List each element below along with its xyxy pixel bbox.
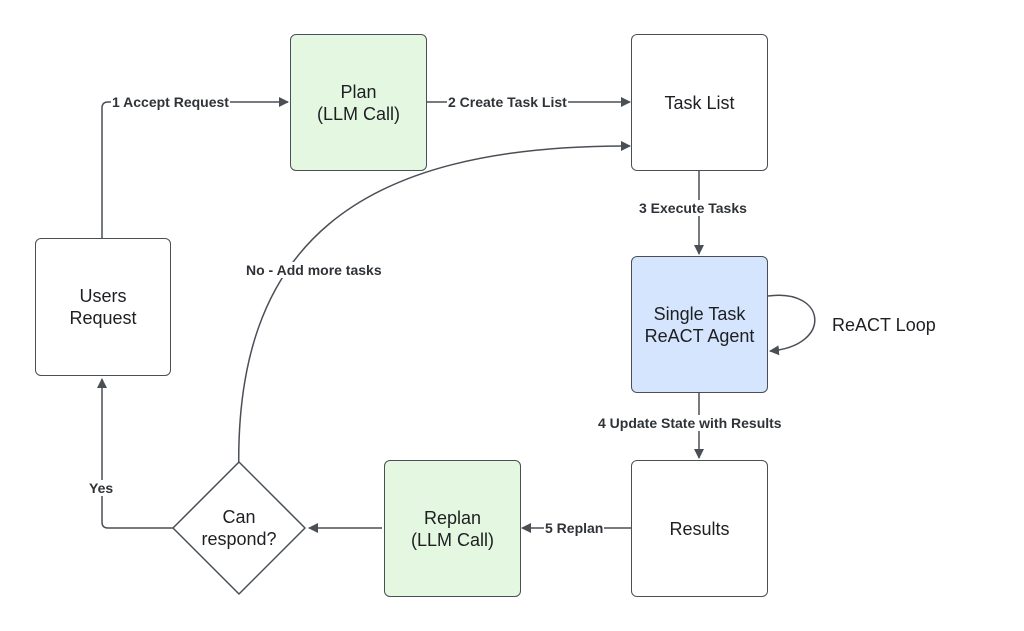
react-agent-label: Single Task ReACT Agent (644, 303, 755, 346)
edge-accept-request (101, 97, 289, 238)
edge-label-execute-tasks: 3 Execute Tasks (638, 200, 748, 216)
can-respond-label: Can respond? (201, 507, 277, 549)
plan-label: Plan (LLM Call) (316, 81, 400, 124)
edge-no-add-tasks (238, 140, 631, 479)
decision-diamond (172, 461, 306, 595)
plan-box: Plan (LLM Call) (290, 34, 427, 171)
results-label: Results (669, 518, 730, 539)
replan-box: Replan (LLM Call) (384, 460, 521, 597)
edge-yes (97, 378, 173, 529)
replan-label: Replan (LLM Call) (410, 507, 494, 550)
edge-label-create-task-list: 2 Create Task List (447, 94, 568, 110)
edge-label-yes: Yes (88, 480, 115, 496)
react-agent-box: Single Task ReACT Agent (631, 256, 768, 393)
edge-label-replan: 5 Replan (544, 520, 605, 536)
edge-label-accept-request: 1 Accept Request (111, 94, 230, 110)
users-request-box: Users Request (35, 238, 171, 376)
react-loop-label: ReACT Loop (832, 315, 936, 335)
task-list-label: Task List (664, 92, 735, 113)
edge-label-no-add-tasks: No - Add more tasks (245, 262, 383, 278)
task-list-box: Task List (631, 34, 768, 171)
users-request-label: Users Request (69, 286, 137, 328)
edge-label-update-state: 4 Update State with Results (597, 415, 783, 431)
edge-react-loop (767, 294, 816, 356)
results-box: Results (631, 460, 768, 597)
